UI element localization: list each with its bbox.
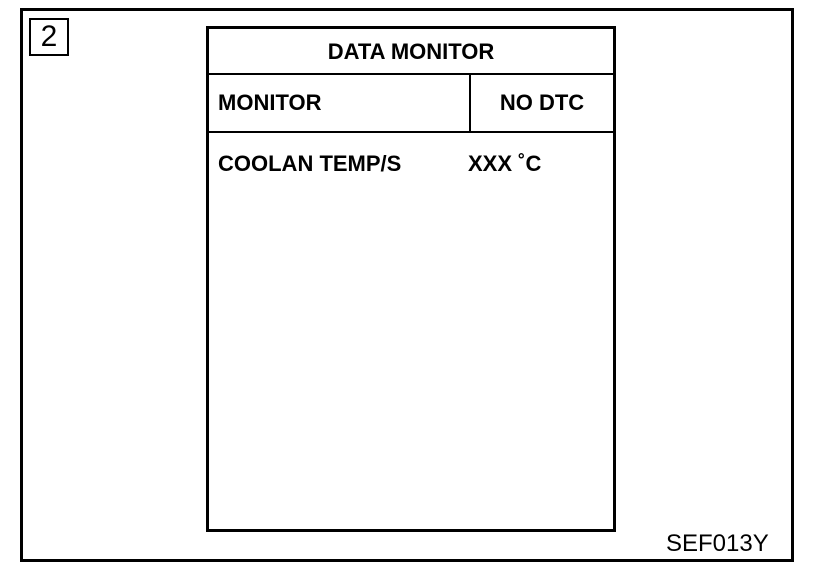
screen-title: DATA MONITOR: [209, 29, 613, 75]
consult-screen: DATA MONITOR MONITOR NO DTC COOLAN TEMP/…: [206, 26, 616, 532]
figure-code: SEF013Y: [666, 530, 769, 557]
coolant-temp-row: COOLAN TEMP/S XXX ˚C: [209, 149, 613, 179]
step-number-badge: 2: [29, 18, 69, 56]
monitor-tab[interactable]: MONITOR: [209, 75, 471, 131]
figure-frame: [20, 8, 794, 562]
data-item-label: COOLAN TEMP/S: [218, 151, 402, 176]
no-dtc-tab[interactable]: NO DTC: [499, 90, 585, 115]
status-row: MONITOR NO DTC: [209, 75, 613, 133]
data-item-value: XXX ˚C: [468, 151, 542, 176]
